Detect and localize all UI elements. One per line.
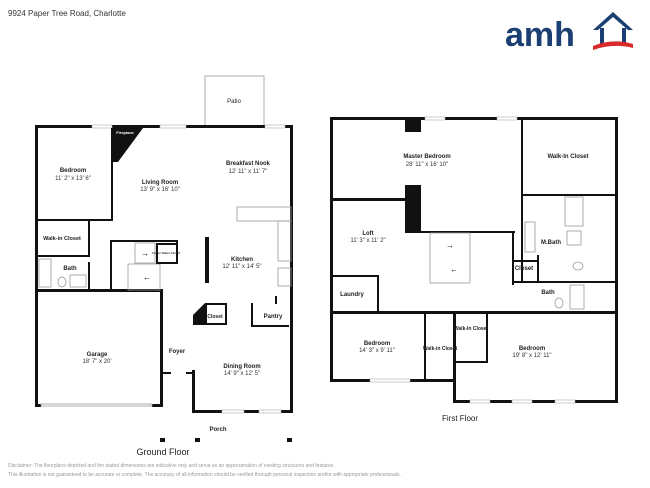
walkin-closet-label: Walk-In Closet (547, 154, 588, 160)
patio-label: Patio (227, 99, 241, 105)
stair-arrow-icon: → (141, 249, 149, 258)
ground-floor-label: Ground Floor (136, 447, 189, 457)
room-dimensions: 11' 2" x 13' 6" (55, 176, 91, 182)
room-name: Dining Room (223, 364, 260, 370)
room-name: Bedroom (519, 346, 545, 352)
first-floor-label: First Floor (442, 414, 478, 423)
svg-text:amh: amh (505, 16, 575, 53)
stair-arrow-icon: → (446, 241, 454, 250)
kitchen-island (205, 237, 209, 283)
foyer-label: Foyer (169, 349, 186, 355)
room-name: Bedroom (364, 341, 390, 347)
stair-arrow-icon: ← (143, 273, 151, 282)
room-dimensions: 14' 3" x 9' 11" (359, 348, 395, 354)
disclaimer-line-1: Disclaimer: The floorplans depicted and … (8, 463, 335, 469)
room-dimensions: 12' 11" x 14' 5" (222, 264, 261, 270)
property-address: 9924 Paper Tree Road, Charlotte (8, 9, 126, 18)
room-name: Bedroom (60, 168, 86, 174)
stair-arrow-icon: ← (450, 265, 458, 274)
mbath-label: M.Bath (541, 240, 561, 246)
fireplace-icon (112, 128, 143, 162)
walkin-closet-label: Walk-in Closet (423, 346, 458, 352)
room-name: Loft (362, 231, 373, 237)
laundry-label: Laundry (340, 292, 364, 298)
room-name: Master Bedroom (403, 154, 450, 160)
fireplace-label: Fireplace (116, 130, 134, 135)
room-dimensions: 18' 7" x 20' (82, 359, 111, 365)
first-floor-plan: → ← Master Bedroom 28' 11" x 16' 10" Lof… (330, 116, 618, 423)
amh-logo: amh (505, 8, 640, 58)
room-dimensions: 11' 3" x 11' 2" (350, 238, 385, 244)
room-dimensions: 19' 8" x 12' 11" (512, 353, 551, 359)
bath-label: Bath (541, 290, 555, 296)
room-dimensions: 28' 11" x 16' 10" (406, 162, 448, 168)
room-name: Garage (87, 352, 108, 358)
room-name: Kitchen (231, 257, 253, 263)
ground-floor-plan: → ← Fireplace Patio Bedroom 11' 2" x 13'… (35, 75, 293, 457)
walkin-closet-label: Walk-in Closet (43, 236, 81, 242)
room-dimensions: 14' 9" x 12' 5" (224, 371, 260, 377)
closet-label: Closet (515, 266, 533, 272)
pantry-label: Pantry (264, 314, 283, 320)
closet-label: Closet (207, 314, 223, 320)
under-stairs-closet-label: Under Stairs Closet (152, 251, 180, 255)
walkin-closet-label: Walk-In Closet (454, 326, 489, 332)
disclaimer-line-2: This illustration is not guaranteed to b… (8, 472, 401, 478)
porch-label: Porch (209, 427, 226, 433)
bath-label: Bath (63, 266, 77, 272)
room-name: Breakfast Nook (226, 161, 271, 167)
room-dimensions: 13' 9" x 16' 10" (140, 187, 180, 193)
room-name: Living Room (142, 180, 178, 186)
room-dimensions: 12' 11" x 11' 7" (229, 169, 268, 175)
